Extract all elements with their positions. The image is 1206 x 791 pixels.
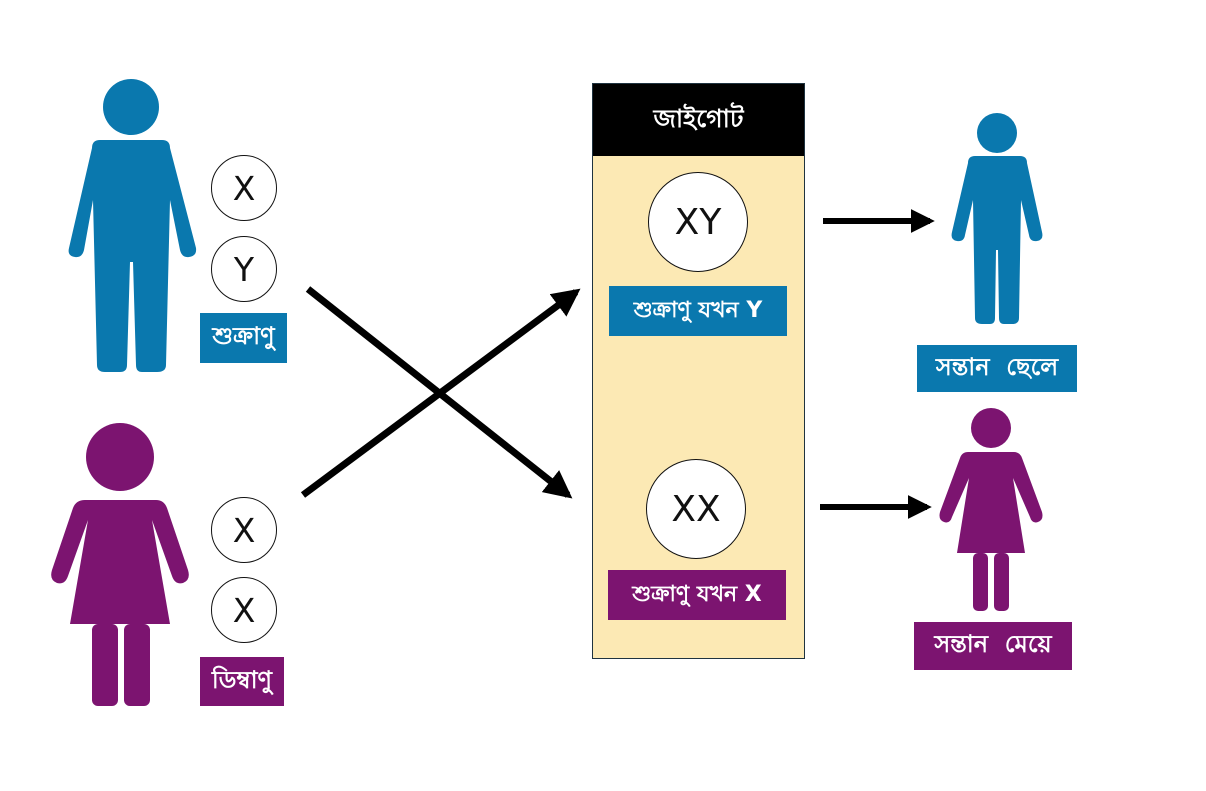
sperm-label: শুক্রাণু xyxy=(200,313,287,363)
mother-chromosome-x2: X xyxy=(211,577,277,643)
daughter-label: সন্তান মেয়ে xyxy=(914,622,1072,670)
son-label: সন্তান ছেলে xyxy=(917,345,1077,392)
daughter-icon xyxy=(939,408,1043,611)
father-chromosome-y: Y xyxy=(211,236,277,302)
zygote-title: জাইগোট xyxy=(593,84,804,156)
cross-arrow-up xyxy=(300,288,581,498)
zygote-panel: জাইগোট xyxy=(592,83,805,659)
son-icon xyxy=(951,113,1043,324)
zygote-xy-caption: শুক্রাণু যখন Y xyxy=(609,286,787,336)
father-chromosome-x: X xyxy=(211,155,277,221)
mother-chromosome-x1: X xyxy=(211,497,277,563)
male-parent-icon xyxy=(68,79,197,372)
zygote-xy-circle: XY xyxy=(648,172,748,272)
female-parent-icon xyxy=(51,423,189,706)
ovum-label: ডিম্বাণু xyxy=(200,657,284,706)
zygote-xx-circle: XX xyxy=(646,459,746,559)
zygote-xx-caption: শুক্রাণু যখন X xyxy=(608,570,786,620)
